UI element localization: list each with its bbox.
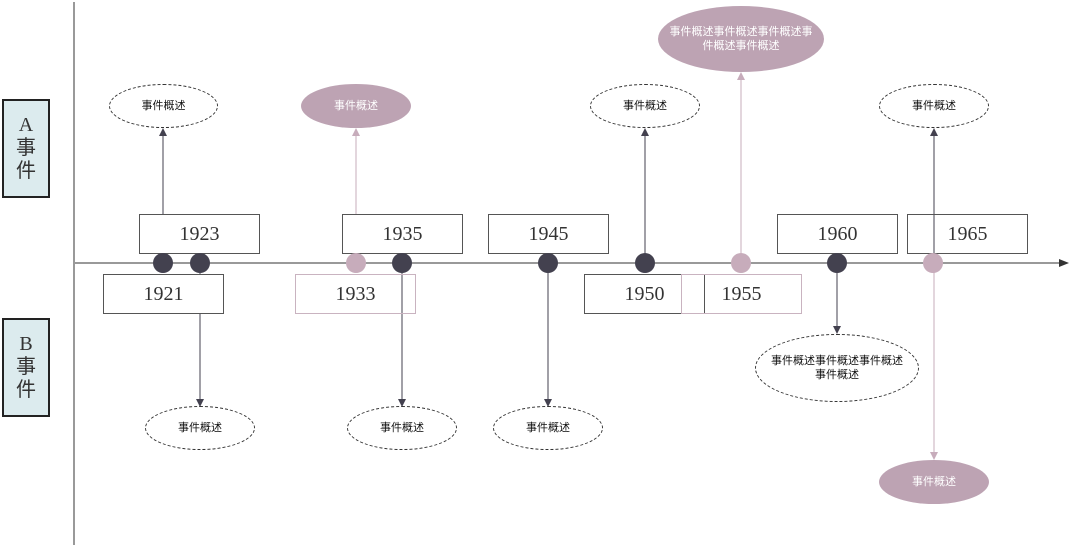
timeline-dot-1965 [923,253,943,273]
timeline-dot-1921 [190,253,210,273]
event-summary-1955: 事件概述事件概述事件概述事件概述事件概述 [658,6,824,72]
category-a-letter: A [18,114,34,136]
timeline-dot-1923 [153,253,173,273]
year-box-1935: 1935 [342,214,463,254]
event-summary-1950: 事件概述 [590,84,700,128]
year-box-1950: 1950 [584,274,705,314]
category-a-word-2: 件 [16,160,36,182]
year-box-1921: 1921 [103,274,224,314]
year-box-1965: 1965 [907,214,1028,254]
timeline-dot-1945 [538,253,558,273]
timeline-dot-1950 [635,253,655,273]
category-b-letter: B [19,333,33,355]
event-summary-1960: 事件概述事件概述事件概述事件概述 [755,334,919,402]
category-b-word-1: 事 [16,356,36,378]
year-box-1960: 1960 [777,214,898,254]
timeline-dot-1960 [827,253,847,273]
year-box-1955: 1955 [681,274,802,314]
event-summary-1935: 事件概述 [347,406,457,450]
event-summary-1965-a: 事件概述 [879,84,989,128]
event-summary-1921: 事件概述 [145,406,255,450]
timeline-dot-1935 [392,253,412,273]
timeline-dot-1955 [731,253,751,273]
category-a-word-1: 事 [16,137,36,159]
category-b-word-2: 件 [16,379,36,401]
year-box-1945: 1945 [488,214,609,254]
event-summary-1945: 事件概述 [493,406,603,450]
category-b-label: B 事 件 [2,318,50,417]
timeline-dot-1933 [346,253,366,273]
year-box-1933: 1933 [295,274,416,314]
event-summary-1923: 事件概述 [109,84,218,128]
event-summary-1965-b: 事件概述 [879,460,989,504]
event-summary-1933: 事件概述 [301,84,411,128]
category-a-label: A 事 件 [2,99,50,198]
year-box-1923: 1923 [139,214,260,254]
